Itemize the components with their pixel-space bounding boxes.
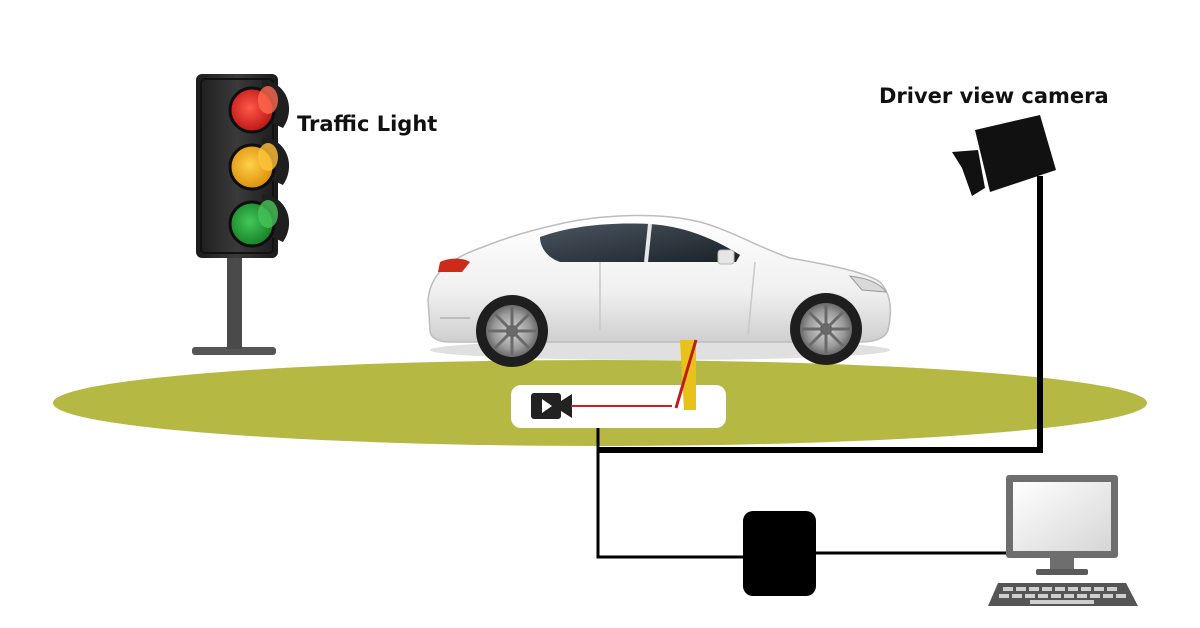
traffic-light-icon (192, 74, 290, 355)
traffic-light-base (192, 347, 276, 355)
video-camera-icon (531, 393, 572, 419)
sensor-cable (596, 428, 744, 559)
processing-box-icon (743, 511, 816, 596)
reflector-icon (674, 339, 698, 410)
desktop-computer-icon (988, 475, 1138, 606)
car-icon (427, 214, 892, 367)
traffic-light-pole (227, 255, 242, 349)
driver-view-camera-label: Driver view camera (879, 84, 1109, 108)
cctv-camera-icon (952, 115, 1056, 196)
side-camera-sensor (511, 339, 726, 428)
monitor-screen (1013, 482, 1111, 551)
traffic-light-label: Traffic Light (297, 112, 438, 136)
car-window (540, 223, 740, 262)
cables (596, 176, 1043, 559)
driver-camera-cable (597, 176, 1043, 453)
